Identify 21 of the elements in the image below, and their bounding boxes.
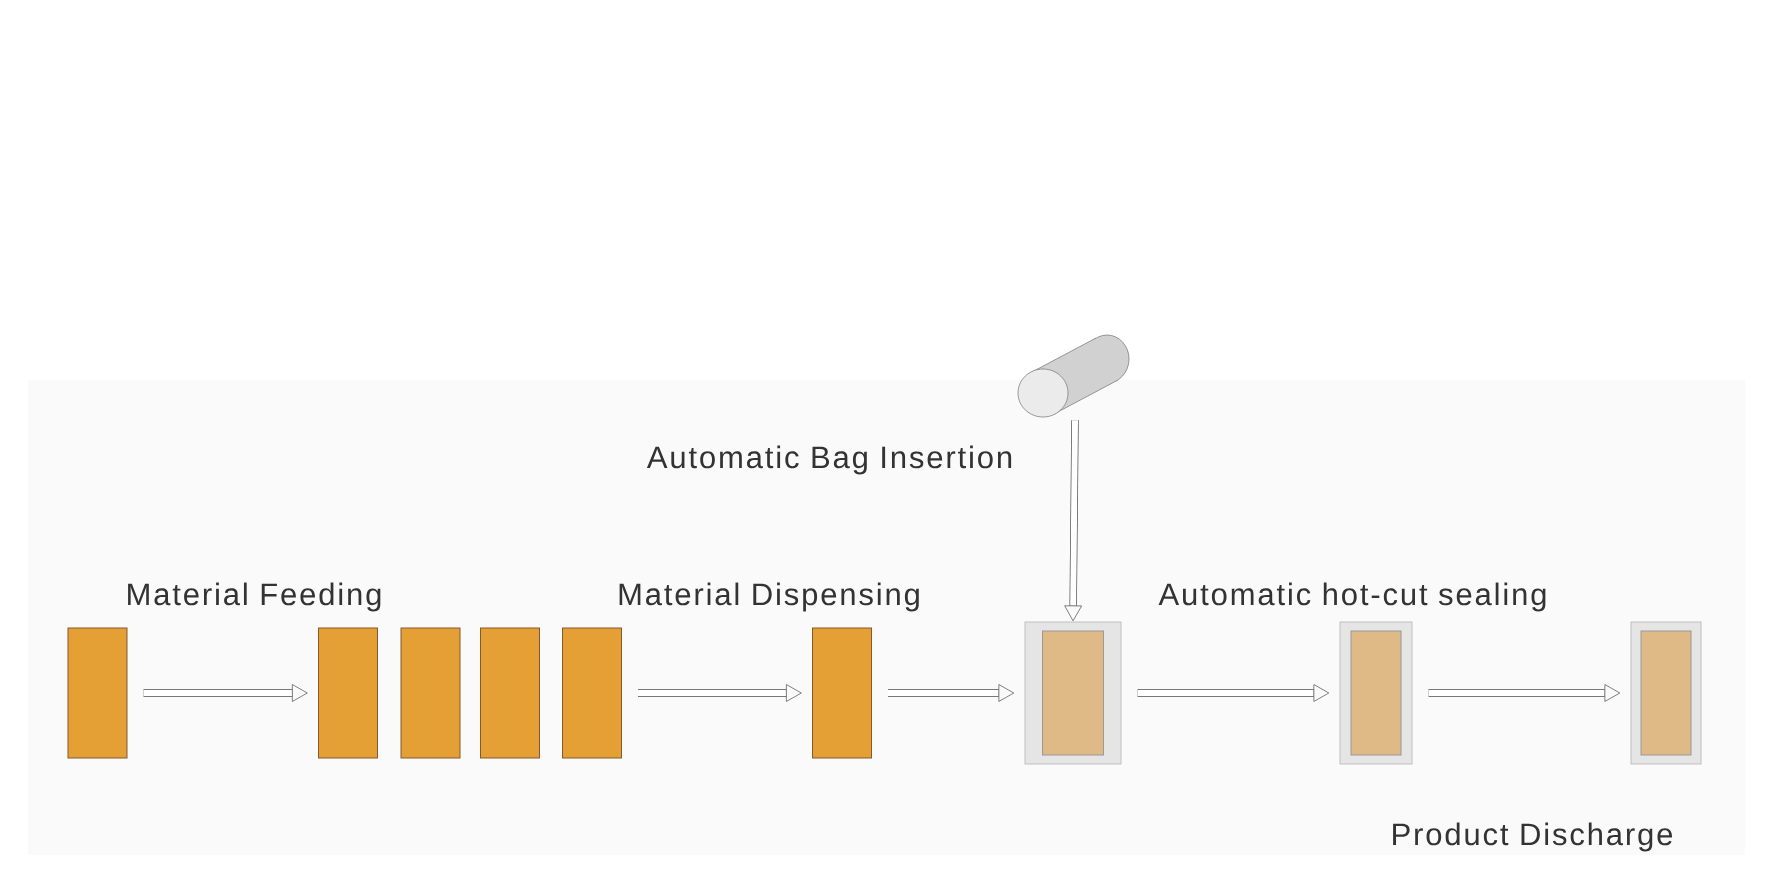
product-block	[318, 627, 378, 759]
step-label: Automatic hot-cut sealing	[1158, 582, 1546, 612]
bagged-product	[1339, 621, 1413, 765]
product-block	[812, 627, 872, 759]
step-label: Material Feeding	[128, 582, 381, 612]
bagged-product	[1024, 621, 1122, 765]
arrow	[638, 684, 802, 702]
product-block	[400, 627, 461, 759]
step-label: Automatic Bag Insertion	[646, 445, 1012, 475]
arrow	[1428, 684, 1621, 702]
arrow	[888, 684, 1015, 702]
product-block	[67, 627, 128, 759]
arrow	[1064, 420, 1082, 622]
product-block	[480, 627, 540, 759]
film-roll-drawing	[1017, 334, 1130, 418]
step-label: Material Dispensing	[619, 582, 919, 612]
bagged-product	[1630, 621, 1702, 765]
arrow	[143, 684, 308, 702]
step-label: Product Discharge	[1393, 822, 1673, 852]
arrow	[1137, 684, 1330, 702]
product-block	[562, 627, 622, 759]
